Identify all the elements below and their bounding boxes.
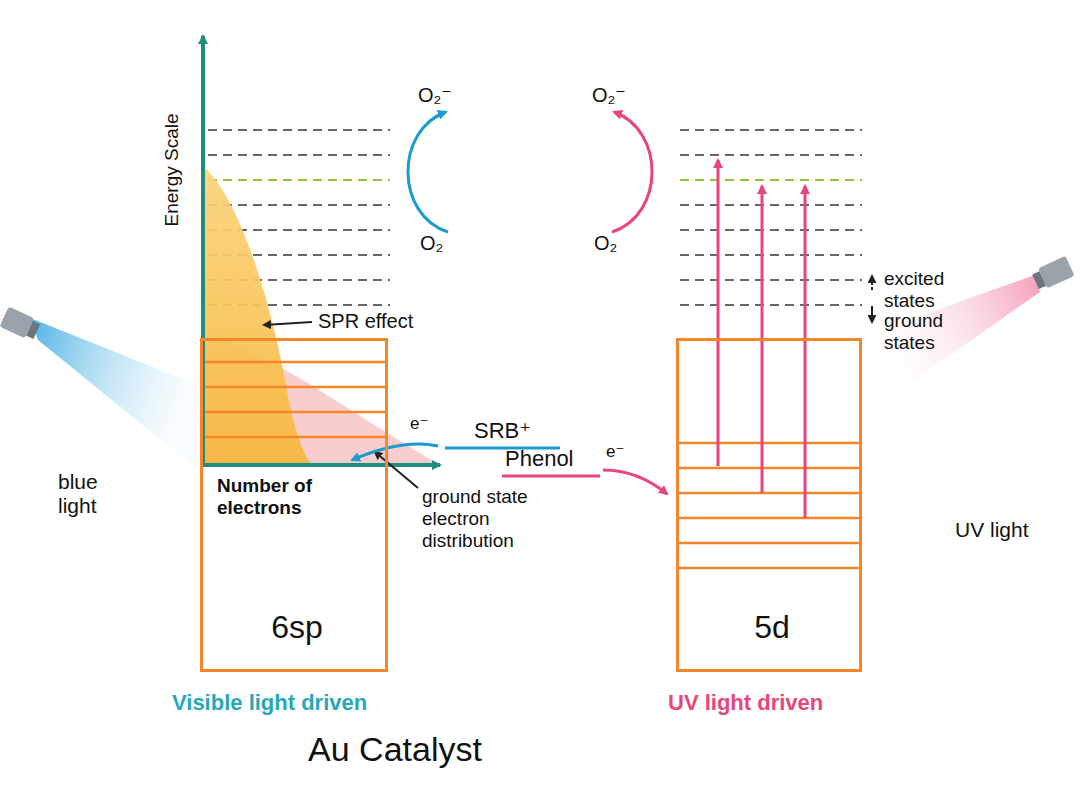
figure-caption: Au Catalyst <box>0 730 935 769</box>
light-label: blue light <box>58 470 138 518</box>
electron-axis <box>203 463 440 467</box>
effect-label: SPR effect <box>318 310 413 333</box>
reactant-label: Phenol <box>505 446 574 471</box>
state-label: ground states <box>884 310 964 354</box>
species-label: O₂ <box>420 232 443 255</box>
light-label: UV light <box>955 518 1029 542</box>
mode-label: Visible light driven <box>172 690 367 715</box>
electron-label: e⁻ <box>410 414 428 434</box>
species-label: O₂⁻ <box>592 84 626 107</box>
species-label: O₂⁻ <box>418 84 452 107</box>
band-5d: 5d <box>676 338 862 672</box>
blue-light-beam <box>30 318 198 470</box>
band-label: 5d <box>679 609 865 646</box>
electron-label: e⁻ <box>606 442 624 462</box>
dye-label: SRB⁺ <box>474 418 531 443</box>
energy-levels <box>208 130 862 305</box>
species-label: O₂ <box>594 232 617 255</box>
distribution-label: ground state electron distribution <box>422 486 572 552</box>
blue-lamp <box>0 307 41 342</box>
axis-title: Energy Scale <box>161 113 183 226</box>
band-6sp: Number of electrons 6sp <box>200 338 388 672</box>
state-label: excited states <box>884 268 964 312</box>
mode-label: UV light driven <box>668 690 823 715</box>
axis-label: Number of electrons <box>217 475 337 519</box>
spr-distribution <box>205 168 312 465</box>
uv-lamp <box>1031 256 1075 292</box>
band-label: 6sp <box>203 609 391 646</box>
